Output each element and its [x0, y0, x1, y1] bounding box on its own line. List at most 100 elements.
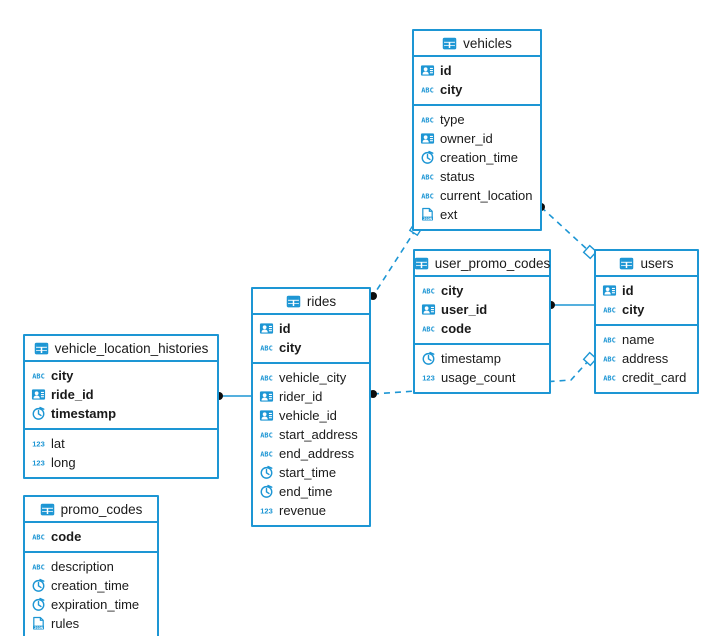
abc-text-icon: ABC — [31, 559, 46, 574]
field-label: ext — [440, 207, 458, 222]
primary-key-field-id[interactable]: id — [414, 61, 540, 80]
svg-text:ABC: ABC — [260, 450, 273, 458]
field-label: long — [51, 455, 76, 470]
abc-text-icon: ABC — [602, 351, 617, 366]
abc-text-icon: ABC — [259, 340, 274, 355]
field-label: end_time — [279, 484, 333, 499]
primary-key-field-ride_id[interactable]: ride_id — [25, 385, 217, 404]
field-label: revenue — [279, 503, 326, 518]
entity-name: vehicles — [463, 35, 512, 51]
field-label: start_time — [279, 465, 337, 480]
field-rider_id[interactable]: rider_id — [253, 387, 369, 406]
primary-key-field-id[interactable]: id — [253, 319, 369, 338]
contact-card-icon — [259, 408, 274, 423]
abc-text-icon: ABC — [420, 188, 435, 203]
relationship-user-promo-codes-to-users[interactable] — [547, 301, 594, 309]
abc-text-icon: ABC — [420, 169, 435, 184]
entity-title-vehicle_location_histories: vehicle_location_histories — [25, 336, 217, 362]
field-label: creation_time — [51, 578, 130, 593]
field-label: id — [622, 283, 634, 298]
field-label: expiration_time — [51, 597, 140, 612]
field-label: usage_count — [441, 370, 516, 385]
abc-text-icon: ABC — [602, 332, 617, 347]
abc-text-icon: ABC — [602, 370, 617, 385]
field-timestamp[interactable]: timestamp — [415, 349, 549, 368]
svg-text:ABC: ABC — [32, 533, 45, 541]
field-label: creation_time — [440, 150, 519, 165]
field-creation_time[interactable]: creation_time — [414, 148, 540, 167]
field-start_time[interactable]: start_time — [253, 463, 369, 482]
abc-text-icon: ABC — [420, 112, 435, 127]
entity-title-user_promo_codes: user_promo_codes — [414, 251, 550, 277]
123-number-icon: 123 — [31, 455, 46, 470]
field-label: code — [51, 529, 82, 544]
primary-key-field-id[interactable]: id — [596, 281, 697, 300]
primary-key-field-timestamp[interactable]: timestamp — [25, 404, 217, 423]
abc-text-icon: ABC — [421, 283, 436, 298]
field-long[interactable]: 123 long — [25, 453, 217, 472]
field-end_time[interactable]: end_time — [253, 482, 369, 501]
svg-text:ABC: ABC — [421, 173, 434, 181]
relationship-vehicle-location-histories-to-rides[interactable] — [215, 392, 251, 400]
field-creation_time[interactable]: creation_time — [25, 576, 157, 595]
json-document-icon: JSON — [420, 207, 435, 222]
field-label: timestamp — [441, 351, 501, 366]
field-label: rider_id — [279, 389, 323, 404]
primary-key-group: ABC code — [25, 523, 157, 551]
svg-text:ABC: ABC — [32, 372, 45, 380]
entity-title-vehicles: vehicles — [414, 31, 540, 57]
svg-text:ABC: ABC — [603, 336, 616, 344]
field-label: ride_id — [51, 387, 94, 402]
primary-key-field-user_id[interactable]: user_id — [415, 300, 549, 319]
table-icon — [34, 341, 49, 356]
json-document-icon: JSON — [31, 616, 46, 631]
svg-text:ABC: ABC — [421, 116, 434, 124]
primary-key-field-code[interactable]: ABC code — [25, 527, 157, 546]
svg-text:JSON: JSON — [423, 217, 433, 221]
abc-text-icon: ABC — [420, 82, 435, 97]
field-expiration_time[interactable]: expiration_time — [25, 595, 157, 614]
abc-text-icon: ABC — [421, 321, 436, 336]
svg-text:ABC: ABC — [422, 287, 435, 295]
contact-card-icon — [602, 283, 617, 298]
svg-text:ABC: ABC — [260, 344, 273, 352]
table-icon — [442, 36, 457, 51]
svg-text:ABC: ABC — [421, 192, 434, 200]
field-owner_id[interactable]: owner_id — [414, 129, 540, 148]
field-label: vehicle_city — [279, 370, 347, 385]
field-vehicle_id[interactable]: vehicle_id — [253, 406, 369, 425]
field-ext[interactable]: JSON ext — [414, 205, 540, 224]
entity-title-rides: rides — [253, 289, 369, 315]
svg-text:123: 123 — [32, 440, 45, 449]
123-number-icon: 123 — [31, 436, 46, 451]
